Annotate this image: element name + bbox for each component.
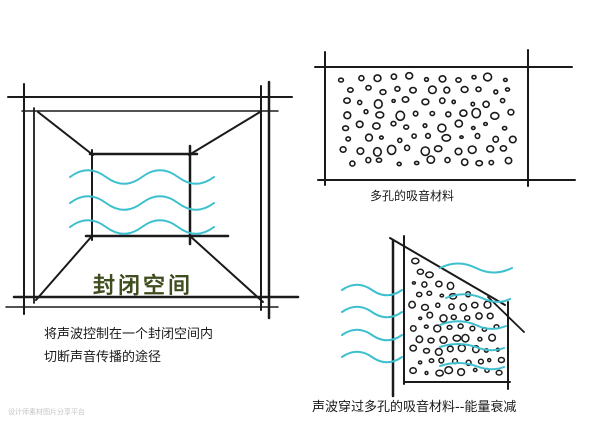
sealed-space-drawing — [5, 80, 300, 320]
sealed-space-sound-waves — [69, 169, 215, 235]
sound-through-material-drawing — [389, 235, 525, 398]
porous-material-pores — [337, 71, 517, 167]
sound-through-caption: 声波穿过多孔的吸音材料--能量衰减 — [312, 400, 517, 415]
sealed-space-caption-line-1: 将声波控制在一个封闭空间内 — [44, 327, 214, 342]
sealed-space-caption-line-2: 切断声音传播的途径 — [44, 350, 162, 365]
sealed-space-title: 封闭空间 — [93, 274, 194, 299]
porous-material-caption: 多孔的吸音材料 — [370, 189, 455, 203]
sound-through-waves — [341, 262, 513, 371]
porous-material-drawing — [314, 49, 576, 187]
watermark: 设计师素材图片分享平台 — [8, 408, 85, 416]
